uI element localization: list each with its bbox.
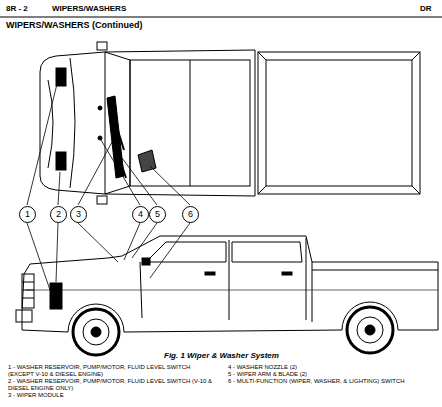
washer-reservoir	[56, 68, 66, 86]
callout-circle: 1	[19, 206, 36, 223]
legend-item: 4 - WASHER NOZZLE (2)	[228, 364, 433, 371]
section-title: WIPERS/WASHERS (Continued)	[6, 21, 143, 31]
leader-lines	[27, 84, 190, 290]
header-rule	[0, 16, 442, 17]
legend-item: 5 - WIPER ARM & BLADE (2)	[228, 371, 433, 378]
section-name: WIPERS/WASHERS	[52, 5, 126, 14]
washer-nozzle	[98, 106, 102, 110]
legend-item: 1 - WASHER RESERVOIR, PUMP/MOTOR, FLUID …	[8, 364, 213, 377]
legend-item: 2 - WASHER RESERVOIR, PUMP/MOTOR, FLUID …	[8, 378, 213, 391]
callout-number: 4	[138, 210, 143, 219]
callout-circle: 3	[70, 206, 87, 223]
wiper-arm	[114, 142, 126, 178]
figure-caption: Fig. 1 Wiper & Washer System	[164, 352, 279, 361]
legend-item: 3 - WIPER MODULE	[8, 392, 213, 399]
model-code: DR	[420, 5, 432, 14]
legend-item: 6 - MULTI-FUNCTION (WIPER, WASHER, & LIG…	[228, 378, 433, 385]
wheel	[73, 309, 119, 355]
truck-top-view	[40, 42, 420, 204]
page-number: 8R - 2	[6, 5, 28, 14]
washer-reservoir	[50, 283, 62, 309]
callout-number: 2	[56, 210, 61, 219]
callout-circle: 5	[149, 206, 166, 223]
callout-number: 3	[76, 210, 81, 219]
washer-nozzle	[98, 136, 102, 140]
callout-circle: 4	[132, 206, 149, 223]
callout-circle: 6	[182, 206, 199, 223]
washer-reservoir	[56, 152, 66, 170]
wheel	[347, 307, 393, 353]
callout-number: 5	[155, 210, 160, 219]
truck-side-view	[16, 236, 438, 355]
callout-circle: 2	[50, 206, 67, 223]
callout-number: 6	[188, 210, 193, 219]
callout-number: 1	[25, 210, 30, 219]
